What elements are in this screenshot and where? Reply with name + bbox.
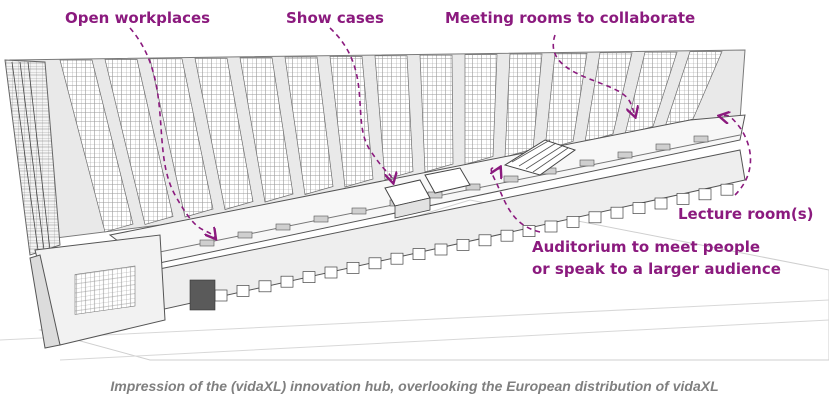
arrow-open-workplaces [129, 27, 215, 238]
arrow-show-cases [329, 27, 393, 182]
dock-door [610, 206, 624, 219]
warehouse-racks [9, 49, 746, 241]
corner-office-block [29, 234, 216, 349]
rack-row [329, 56, 374, 188]
show-case-units [384, 167, 471, 219]
dock-door [434, 243, 448, 256]
dock-door [258, 280, 272, 293]
label-auditorium-line1: Auditorium to meet people [532, 238, 761, 256]
rack-row [59, 59, 134, 233]
dock-door [214, 289, 228, 302]
label-meeting-rooms: Meeting rooms to collaborate [445, 9, 696, 27]
label-lecture-rooms: Lecture room(s) [678, 205, 814, 223]
rack-row [194, 57, 254, 210]
dock-door [500, 229, 514, 242]
rack-row [239, 57, 294, 203]
dock-door [368, 257, 382, 270]
arrow-lecture-rooms [720, 115, 752, 196]
room-furniture [579, 159, 595, 167]
room-furniture [617, 151, 633, 159]
dock-door [588, 211, 602, 224]
dock-door [456, 239, 470, 251]
dock-door [236, 285, 250, 297]
room-furniture [693, 135, 709, 143]
warehouse-left-wall [4, 59, 61, 256]
dock-door [566, 216, 580, 228]
dock-door [478, 234, 492, 247]
room-furniture [237, 231, 253, 239]
room-furniture [313, 215, 329, 223]
dock-door [698, 188, 712, 201]
dock-door [324, 266, 338, 279]
rack-row [664, 51, 723, 128]
arrow-meeting-rooms [552, 34, 635, 116]
label-auditorium-line2: or speak to a larger audience [532, 260, 781, 278]
dock-door [632, 202, 646, 214]
auditorium-block [503, 139, 577, 176]
rack-row [544, 53, 588, 150]
ground [0, 199, 829, 361]
rack-row [284, 56, 334, 195]
figure-caption: Impression of the (vidaXL) innovation hu… [110, 378, 719, 394]
room-furniture [465, 183, 481, 191]
room-furniture [655, 143, 671, 151]
label-show-cases: Show cases [286, 9, 384, 27]
dock-door [346, 262, 360, 274]
dock-door [412, 248, 426, 260]
arrow-auditorium [491, 168, 541, 233]
dock-door [544, 220, 558, 233]
dock-door [720, 183, 734, 196]
room-furniture [199, 239, 215, 247]
dock-door [676, 193, 690, 205]
rack-row [464, 54, 498, 165]
rack-row [374, 55, 414, 180]
label-open-workplaces: Open workplaces [65, 9, 211, 27]
room-furniture [351, 207, 367, 215]
rack-row [149, 58, 214, 218]
room-furniture [275, 223, 291, 231]
rack-row [419, 54, 454, 173]
dock-door [302, 271, 316, 283]
rack-row [104, 59, 174, 225]
annotation-arrows [129, 27, 752, 238]
dock-door [522, 225, 536, 237]
room-furniture [503, 175, 519, 183]
dock-door [280, 275, 294, 288]
dock-door [654, 197, 668, 210]
dock-door [390, 252, 404, 265]
rack-row [584, 52, 633, 143]
